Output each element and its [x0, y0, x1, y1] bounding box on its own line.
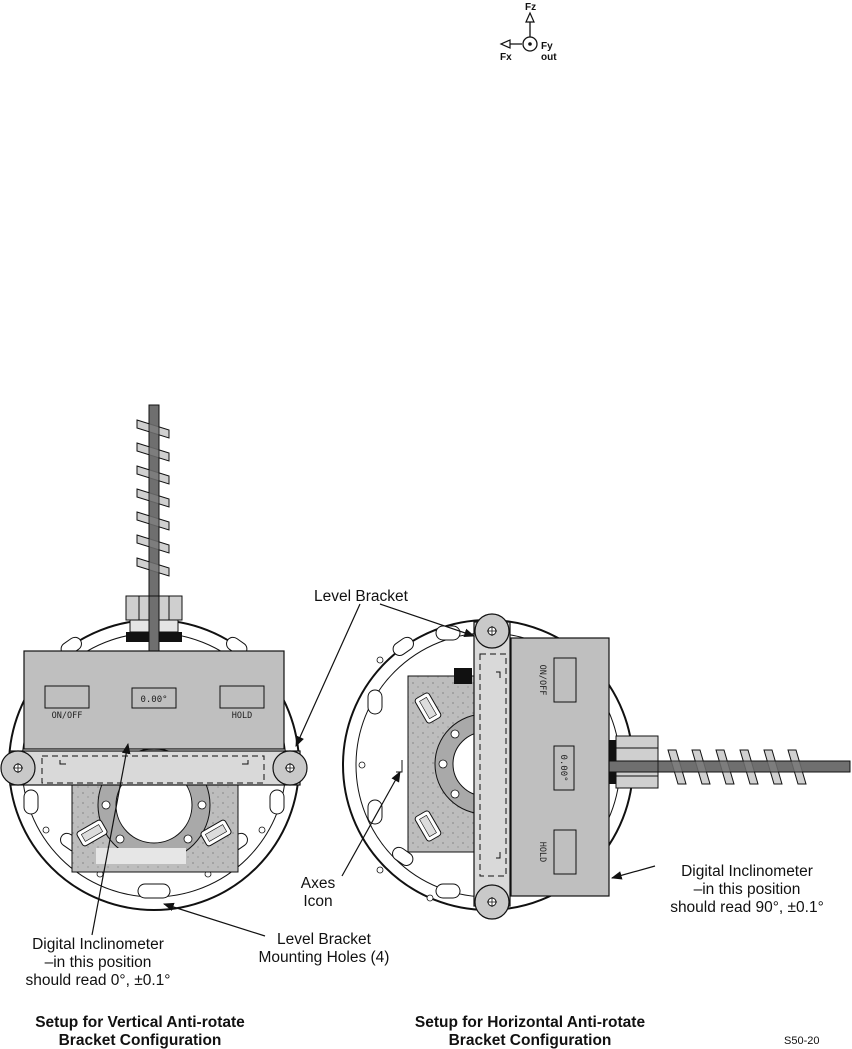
figure-id: S50-20: [784, 1035, 819, 1047]
inclinometer-left-label-line1: Digital Inclinometer: [32, 936, 164, 953]
inclinometer-left-onoff: ON/OFF: [52, 711, 83, 721]
inclinometer-right-display: 0.00°: [558, 754, 568, 781]
inclinometer-right-label-line3: should read 90°, ±0.1°: [670, 899, 824, 916]
inclinometer-left-label-line2: –in this position: [45, 954, 152, 971]
inclinometer-left-label-line3: should read 0°, ±0.1°: [26, 972, 171, 989]
horizontal-assembly: 0.00° ON/OFF HOLD: [342, 613, 851, 920]
fy-label: Fy: [541, 41, 553, 52]
inclinometer-left-hold: HOLD: [232, 711, 252, 721]
fz-label: Fz: [525, 2, 536, 13]
level-bracket-label: Level Bracket: [314, 588, 409, 605]
inclinometer-right-label-line2: –in this position: [694, 881, 801, 898]
caption-left-line1: Setup for Vertical Anti-rotate: [35, 1014, 245, 1031]
mounting-holes-label-line2: Mounting Holes (4): [259, 949, 390, 966]
callout-lines: [91, 603, 656, 937]
out-label: out: [541, 52, 557, 63]
vertical-assembly: 0.00° ON/OFF HOLD: [0, 404, 308, 911]
axes-icon-label-line1: Axes: [301, 875, 336, 892]
inclinometer-right-label-line1: Digital Inclinometer: [681, 863, 813, 880]
caption-left-line2: Bracket Configuration: [59, 1032, 222, 1049]
axes-icon-label-line2: Icon: [303, 893, 332, 910]
axes-icon-top: Fz Fx Fy out: [499, 2, 557, 63]
inclinometer-right-hold: HOLD: [537, 842, 547, 862]
mounting-holes-label-line1: Level Bracket: [277, 931, 372, 948]
caption-right-line1: Setup for Horizontal Anti-rotate: [415, 1014, 646, 1031]
inclinometer-right-onoff: ON/OFF: [537, 665, 547, 696]
inclinometer-left-display: 0.00°: [140, 695, 167, 705]
fx-label: Fx: [500, 52, 512, 63]
caption-right-line2: Bracket Configuration: [449, 1032, 612, 1049]
